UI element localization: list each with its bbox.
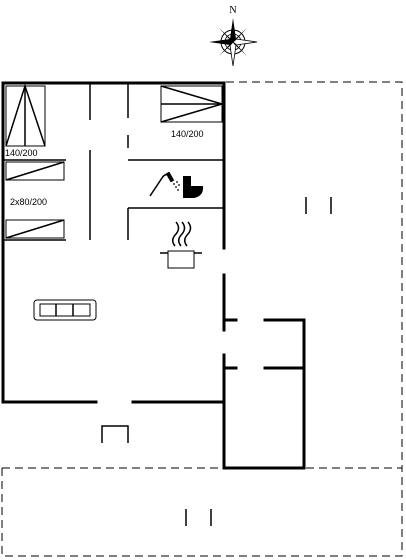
sofa-icon — [33, 299, 97, 321]
terrace-markers — [185, 197, 332, 526]
bed-bedroom-1 — [5, 83, 46, 147]
bed-label-bedroom-2: 140/200 — [171, 129, 204, 139]
shower-icon — [149, 171, 180, 197]
exterior-walls — [1, 81, 306, 470]
bed-label-bedroom-1: 140/200 — [5, 148, 38, 158]
compass-north-label: N — [229, 5, 236, 16]
entrance-steps — [101, 425, 129, 443]
twin-beds-bedroom-3 — [5, 161, 65, 239]
bed-bedroom-2 — [160, 85, 225, 123]
cooking-pot-icon — [160, 221, 202, 269]
toilet-icon — [183, 176, 204, 198]
terrace-outline — [1, 81, 403, 557]
compass-rose-icon — [209, 18, 258, 67]
bed-label-bedroom-3: 2x80/200 — [10, 197, 47, 207]
interior-walls — [3, 83, 224, 241]
